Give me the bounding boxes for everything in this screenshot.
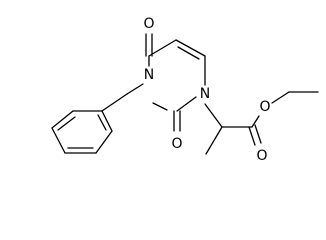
atom-label-o-mid: O <box>171 136 182 152</box>
atom-label-n1: N <box>200 86 210 102</box>
bond-c5-c6-inner <box>177 46 200 60</box>
atom-label-o-top: O <box>143 16 154 32</box>
bond-ar-5 <box>95 130 113 154</box>
chemical-structure-diagram: O O N N O O <box>51 16 319 164</box>
bond-n3-ch2 <box>126 83 144 95</box>
atom-label-n3: N <box>144 67 154 83</box>
bond-c4-c5 <box>148 39 177 57</box>
bond-n1-c2 <box>176 96 197 112</box>
bond-ar-inner-1 <box>57 116 76 131</box>
atom-label-o-carbonyl: O <box>256 148 267 164</box>
bond-ar-3 <box>51 127 66 154</box>
bond-ar-6 <box>101 110 113 132</box>
bond-c5-c6 <box>175 39 206 57</box>
benzyl-group <box>51 83 144 154</box>
c2-carbonyl: O <box>171 110 183 152</box>
ester-side-chain: O O <box>204 91 319 164</box>
bond-n1-ca <box>204 103 223 128</box>
bond-ar-inner-3 <box>97 114 107 131</box>
bond-ar-2 <box>51 110 74 129</box>
benzene-ring <box>51 110 113 154</box>
pyrimidinedione-ring <box>148 39 206 112</box>
c4-carbonyl: O <box>143 16 155 57</box>
bond-cc-o-carbonyl-a <box>248 126 256 146</box>
atom-label-o-ester: O <box>259 99 270 115</box>
bond-ch2-ipso <box>101 93 128 112</box>
bond-cc-o-ester <box>251 115 260 128</box>
bond-o-ch2 <box>271 91 290 104</box>
bond-ca-methyl <box>205 126 223 155</box>
bond-c2-n3 <box>152 102 168 111</box>
bond-cc-o-carbonyl-b <box>254 124 262 144</box>
